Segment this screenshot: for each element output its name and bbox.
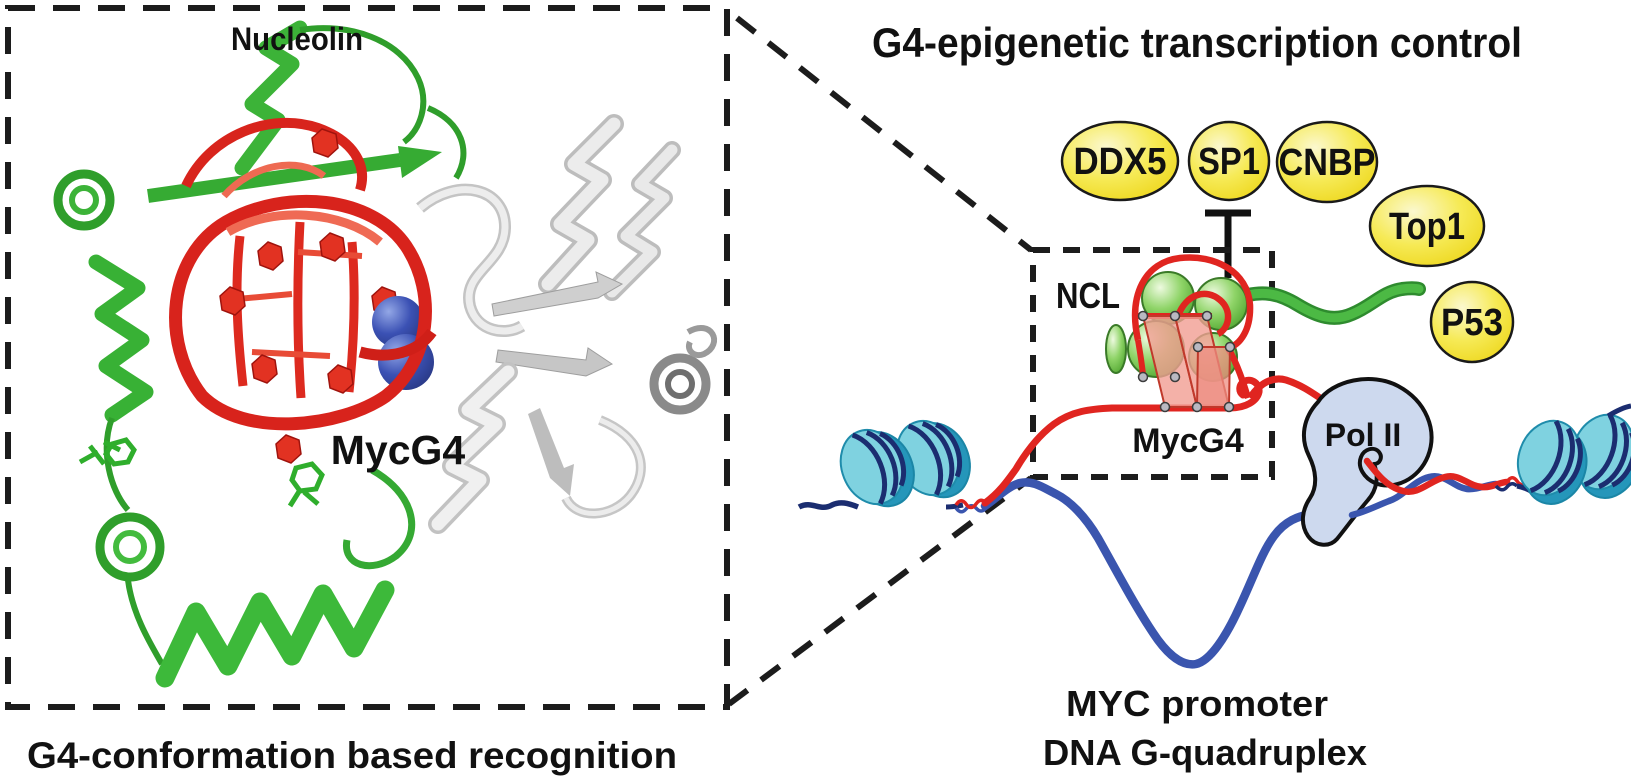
nucleosome-dna-wrap [851, 430, 907, 505]
right-chromatin [1494, 403, 1631, 505]
guanine-dots [1137, 310, 1236, 413]
factor-oval-top1 [1368, 184, 1486, 268]
nucleosome [1516, 419, 1588, 505]
guanine-dot [1159, 401, 1171, 413]
red-backbone-front [358, 328, 437, 361]
red-backbone-loop [221, 161, 327, 199]
green-loop [103, 416, 131, 513]
dna-red-strand-right [1363, 457, 1511, 495]
white-helix-ribbon [606, 144, 678, 298]
green-helix-coil [95, 512, 165, 582]
factor-oval-cnbp [1275, 120, 1379, 204]
right-caption-line2: DNA G-quadruplex [1043, 732, 1367, 773]
factor-label-sp1: SP1 [1198, 141, 1260, 183]
gray-helix-coil-inner [665, 369, 695, 399]
ncl-label: NCL [1056, 275, 1120, 316]
g4-red-loop [1174, 290, 1232, 337]
dna-blue-strand-loop [980, 478, 1343, 669]
red-guanine-ring [257, 241, 284, 271]
right-caption-line1: MYC promoter [1066, 683, 1328, 724]
red-backbone-ring [169, 194, 432, 431]
g-tetrad-plane [1195, 346, 1232, 408]
factor-oval-p53 [1429, 280, 1515, 364]
factor-label-top1: Top1 [1389, 206, 1465, 248]
factor-label-cnbp: CNBP [1279, 142, 1376, 184]
guanine-dot [1137, 310, 1149, 322]
green-beta-arrowhead [398, 146, 442, 178]
green-loop [343, 466, 416, 570]
white-helix-ribbon [541, 117, 621, 291]
white-loop [417, 186, 524, 335]
red-backbone-loop [181, 117, 367, 192]
nucleosome-dna-wrap [907, 421, 963, 496]
nucleosome [839, 429, 915, 508]
pol-ii-label: Pol II [1325, 417, 1401, 453]
protein-structure-rendering [53, 20, 718, 688]
guanine-dot [1137, 371, 1149, 383]
red-guanine-ring [251, 354, 278, 384]
dna-navy-strand [797, 500, 860, 511]
left-chromatin [797, 420, 988, 514]
green-helix-coil [53, 169, 115, 231]
red-guanine-ring [319, 232, 346, 262]
gray-tail-hook [686, 324, 718, 358]
guanine-dot [1169, 371, 1181, 383]
zoom-connector-bottom [727, 475, 1033, 707]
red-backbone [293, 221, 306, 399]
factor-oval-sp1 [1187, 120, 1271, 202]
guanine-dot [1169, 310, 1181, 322]
green-residue-sticks [287, 488, 320, 508]
green-loop [299, 25, 427, 145]
guanine-dot [1201, 310, 1213, 322]
green-loop [426, 105, 467, 180]
nucleolin-label: Nucleolin [231, 21, 363, 57]
gray-helix-coil [649, 353, 711, 415]
dna-navy-strand [945, 502, 964, 510]
red-guanine-ring [311, 128, 339, 158]
red-backbone [232, 235, 248, 387]
white-loop [563, 417, 644, 516]
red-guanine-ring [275, 434, 302, 464]
guanine-dot [1223, 401, 1235, 413]
right-title: G4-epigenetic transcription control [872, 19, 1522, 66]
green-residue-ring [102, 437, 137, 467]
green-residue-ring [289, 461, 325, 494]
green-helix-ribbon [88, 254, 154, 423]
mycg4-box-label: MycG4 [1132, 422, 1244, 460]
dna-navy-squiggle [1494, 482, 1519, 492]
mycg4-structure-label: MycG4 [331, 427, 466, 473]
gray-beta-arrow [495, 347, 614, 377]
factor-ovals: DDX5 SP1 CNBP Top1 P53 [1060, 120, 1515, 364]
guanine-dot [1192, 341, 1204, 353]
g4-red-loop [1131, 254, 1254, 352]
left-dashed-box [5, 5, 730, 710]
g4-ncl-cartoon [1105, 254, 1426, 413]
ncl-domain-lobe [1105, 324, 1127, 374]
factor-oval-ddx5 [1060, 120, 1180, 202]
guanine-dot [1224, 341, 1236, 353]
green-helix-coil-inner [113, 530, 147, 564]
right-dashed-box [1030, 247, 1275, 480]
left-caption: G4-conformation based recognition [27, 735, 677, 776]
factor-label-p53: P53 [1441, 302, 1503, 344]
green-helix-coil-inner [69, 185, 99, 215]
factor-label-ddx5: DDX5 [1074, 141, 1167, 183]
dna-red-squiggle [954, 498, 988, 510]
red-backbone-loop [225, 210, 383, 246]
red-guanine-ring [327, 364, 354, 394]
dna-navy-strand [1606, 403, 1631, 419]
ncl-tail [1227, 283, 1424, 323]
green-alpha-helix [155, 580, 395, 688]
zoom-connector-top [735, 15, 1033, 253]
green-loop [125, 579, 165, 666]
gray-beta-arrow [491, 271, 624, 317]
guanine-dot [1191, 401, 1203, 413]
red-guanine-ring [219, 286, 246, 316]
gray-beta-arrow [528, 408, 574, 496]
white-helix-ribbon [431, 365, 515, 531]
